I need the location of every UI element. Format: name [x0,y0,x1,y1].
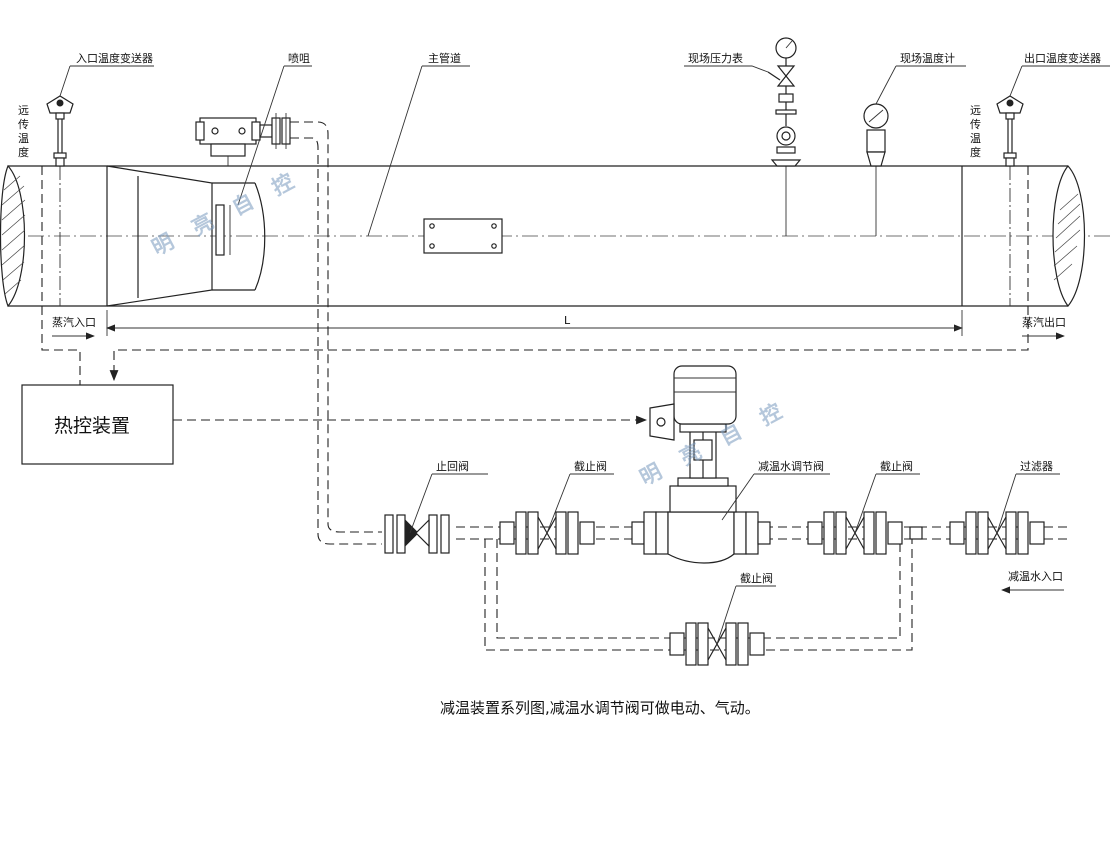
svg-text:传: 传 [18,118,29,131]
field-pressure-gauge [767,37,802,167]
label-field-pressure-gauge: 现场压力表 [688,51,743,65]
label-nozzle: 喷咀 [288,52,310,65]
label-field-thermometer: 现场温度计 [900,51,955,65]
label-filter: 过滤器 [1020,460,1053,473]
label-remote-left: 远 传 温 度 [18,104,29,159]
svg-text:控: 控 [268,169,298,200]
control-unit-box [21,384,174,465]
filter [949,511,1045,555]
label-inlet-temp-transmitter: 入口温度变送器 [76,51,153,65]
svg-text:温: 温 [970,132,981,145]
label-water-inlet: 减温水入口 [1008,570,1063,583]
nozzle-assembly [195,113,291,166]
label-check-valve: 止回阀 [436,459,469,473]
svg-text:明: 明 [636,459,666,490]
label-stop-valve-2: 截止阀 [880,459,913,473]
label-bypass-stop-valve: 截止阀 [740,571,773,585]
control-valve [631,365,771,564]
label-stop-valve-1: 截止阀 [574,459,607,473]
stop-valve-2 [807,511,903,555]
label-remote-right: 远 传 温 度 [970,104,981,159]
svg-text:传: 传 [970,118,981,131]
bypass-stop-valve [669,622,765,666]
main-pipe [0,164,1114,308]
signal-lines [41,166,1029,425]
label-steam-outlet: 蒸汽出口 [1022,315,1066,329]
svg-text:亮: 亮 [188,209,218,240]
inlet-temperature-transmitter [46,95,74,167]
svg-text:远: 远 [970,104,981,117]
label-outlet-temp-transmitter: 出口温度变送器 [1024,51,1101,65]
label-length: L [564,314,571,327]
svg-text:控: 控 [756,399,786,430]
svg-text:明: 明 [148,229,178,260]
label-steam-inlet: 蒸汽入口 [52,315,96,329]
check-valve [384,514,450,554]
svg-text:温: 温 [18,132,29,145]
stop-valve-1 [499,511,595,555]
tee-fitting [909,526,923,540]
svg-text:远: 远 [18,104,29,117]
label-control-unit: 热控装置 [54,415,130,437]
outlet-temperature-transmitter [996,95,1024,167]
svg-text:度: 度 [970,145,981,159]
svg-text:度: 度 [18,145,29,159]
svg-text:自: 自 [228,189,258,220]
label-control-valve: 减温水调节阀 [758,459,824,473]
field-thermometer [863,103,889,167]
length-dimension [106,310,963,336]
diagram-caption: 减温装置系列图,减温水调节阀可做电动、气动。 [440,699,760,717]
label-main-pipe: 主管道 [428,51,461,65]
leader-lines [59,65,1110,645]
